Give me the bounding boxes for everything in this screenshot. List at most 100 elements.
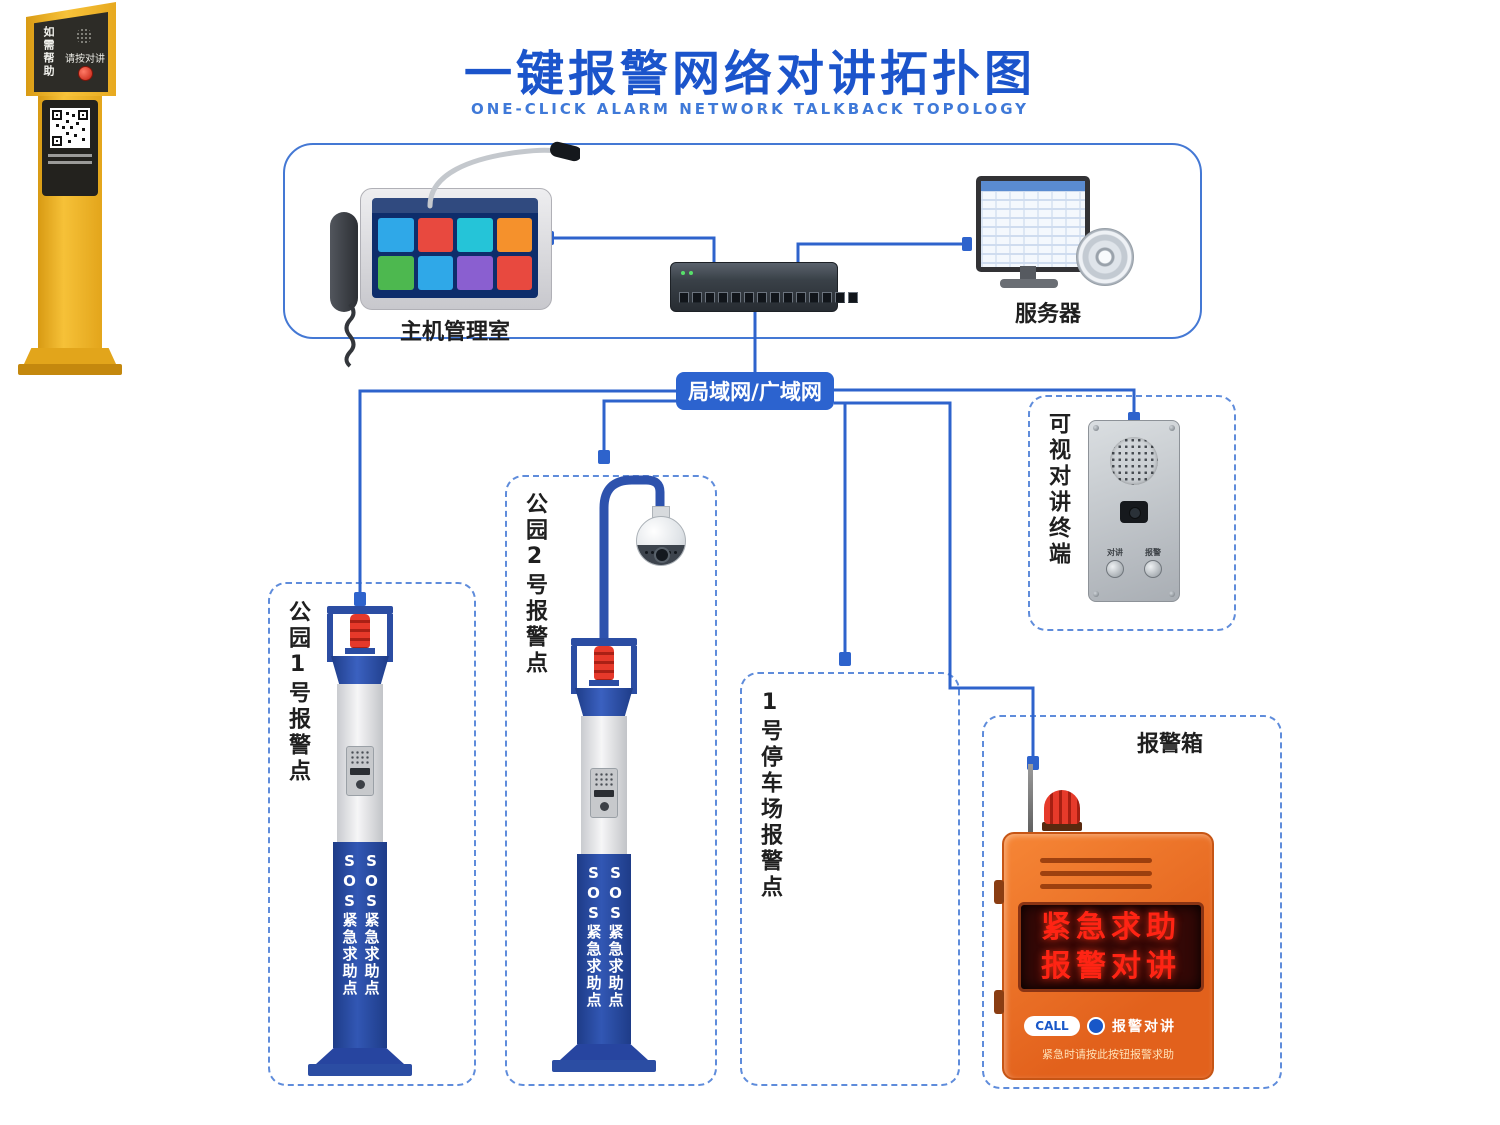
sos-text: SOS紧急求助点 bbox=[362, 852, 381, 997]
speaker-grille-icon bbox=[594, 772, 614, 786]
alarm-pillar-1: SOS紧急求助点 SOS紧急求助点 bbox=[300, 604, 420, 1076]
call-button-icon bbox=[355, 780, 365, 789]
post-base-flare bbox=[24, 348, 116, 364]
camera-ball bbox=[636, 516, 686, 566]
sos-text: SOS紧急求助点 bbox=[340, 852, 359, 997]
pillar-base-plate bbox=[308, 1064, 412, 1076]
parking-station-box bbox=[740, 672, 960, 1086]
pillar-cage bbox=[327, 606, 393, 614]
alarm-pillar-2: SOS紧急求助点 SOS紧急求助点 bbox=[544, 636, 664, 1076]
sos-text: SOS紧急求助点 bbox=[606, 864, 625, 1009]
led-line-2: 报警对讲 bbox=[1041, 949, 1181, 984]
qr-code-icon bbox=[50, 108, 90, 148]
camera-slot bbox=[350, 768, 370, 775]
handset-cord bbox=[344, 302, 356, 368]
camera-lens-icon bbox=[1129, 507, 1141, 519]
vent-slot bbox=[1040, 858, 1152, 863]
warning-beacon-icon bbox=[1044, 790, 1080, 824]
call-button-icon bbox=[599, 802, 609, 811]
park1-label: 公园1号报警点 bbox=[285, 600, 310, 785]
app-tile bbox=[496, 218, 532, 252]
network-switch bbox=[670, 262, 858, 312]
terminal-label: 可视对讲终端 bbox=[1045, 412, 1070, 568]
app-tile bbox=[378, 256, 414, 290]
park1-station-box bbox=[268, 582, 476, 1086]
pillar-intercom-panel bbox=[346, 746, 374, 796]
lan-wan-label: 局域网/广域网 bbox=[676, 372, 834, 410]
pillar-collar bbox=[575, 688, 633, 716]
help-text: 如需帮助 bbox=[42, 26, 55, 78]
parking-label: 1号停车场报警点 bbox=[757, 690, 782, 901]
alarm-button-group: 报警 bbox=[1135, 547, 1171, 578]
pillar-cage-post bbox=[327, 614, 333, 662]
warning-beacon-icon bbox=[594, 646, 614, 680]
qr-caption-line bbox=[48, 161, 92, 164]
app-tile bbox=[417, 218, 453, 252]
talk-button-group: 对讲 bbox=[1097, 547, 1133, 578]
monitor-base bbox=[1000, 279, 1058, 288]
camera-lens-icon bbox=[654, 547, 670, 563]
alarm-box-note: 紧急时请按此按钮报警求助 bbox=[1042, 1048, 1174, 1061]
gooseneck-microphone-icon bbox=[427, 141, 580, 209]
vent-slot bbox=[1040, 871, 1152, 876]
pillar-base-flare bbox=[316, 1048, 404, 1064]
led-line-1: 紧急求助 bbox=[1041, 910, 1181, 945]
press-talk-text: 请按对讲 bbox=[65, 54, 105, 65]
monitor-stand bbox=[1020, 266, 1036, 280]
warning-beacon-icon bbox=[350, 614, 370, 648]
sos-panel: SOS紧急求助点 SOS紧急求助点 bbox=[333, 842, 387, 1048]
beacon-base bbox=[1042, 822, 1082, 831]
screw-icon bbox=[1093, 425, 1099, 431]
app-tile bbox=[417, 256, 453, 290]
switch-led bbox=[681, 271, 685, 275]
pillar-cage-post bbox=[631, 646, 637, 694]
post-head-panel bbox=[34, 12, 108, 92]
screw-icon bbox=[1169, 591, 1175, 597]
pillar-cage bbox=[571, 638, 637, 646]
pillar-intercom-panel bbox=[590, 768, 618, 818]
server-monitor bbox=[976, 176, 1090, 272]
cd-disc-icon bbox=[1076, 228, 1134, 286]
speaker-grille-icon bbox=[76, 28, 92, 44]
screw-icon bbox=[1093, 591, 1099, 597]
beacon-base bbox=[345, 648, 375, 654]
app-tile bbox=[378, 218, 414, 252]
alarm-box: 紧急求助 报警对讲 CALL 报警对讲 紧急时请按此按钮报警求助 bbox=[988, 750, 1228, 1084]
call-pill: CALL bbox=[1024, 1016, 1080, 1036]
speaker-grille-icon bbox=[350, 750, 370, 764]
talk-button-icon bbox=[1106, 560, 1124, 578]
post-base-plate bbox=[18, 364, 122, 375]
app-tile bbox=[457, 218, 493, 252]
hinge bbox=[994, 990, 1004, 1014]
call-button-icon bbox=[1087, 1017, 1105, 1035]
intercom-terminal: 对讲 报警 bbox=[1088, 420, 1180, 602]
camera-pole bbox=[599, 475, 665, 648]
beacon-base bbox=[589, 680, 619, 686]
switch-ports bbox=[679, 292, 858, 303]
call-label: 报警对讲 bbox=[1112, 1019, 1176, 1035]
handset bbox=[330, 212, 358, 312]
page-title: 一键报警网络对讲拓扑图 bbox=[463, 46, 1036, 102]
app-tile bbox=[457, 256, 493, 290]
talk-button-label: 对讲 bbox=[1107, 548, 1123, 557]
camera-slot bbox=[594, 790, 614, 797]
hinge bbox=[994, 880, 1004, 904]
parking-post: 如需帮助 请按对讲 bbox=[0, 0, 140, 390]
control-room-label: 主机管理室 bbox=[399, 320, 510, 345]
alarm-button-label: 报警 bbox=[1145, 548, 1161, 557]
control-room-group-box bbox=[283, 143, 1202, 339]
console-screen bbox=[372, 198, 538, 298]
antenna-icon bbox=[1028, 764, 1033, 834]
pillar-base-flare bbox=[560, 1044, 648, 1060]
app-tile bbox=[496, 256, 532, 290]
pillar-collar bbox=[331, 656, 389, 684]
led-display: 紧急求助 报警对讲 bbox=[1018, 902, 1204, 992]
page-subtitle: ONE-CLICK ALARM NETWORK TALKBACK TOPOLOG… bbox=[470, 100, 1030, 118]
alarm-box-station-box bbox=[982, 715, 1282, 1089]
alarm-box-label: 报警箱 bbox=[1136, 732, 1203, 757]
vent-slot bbox=[1040, 884, 1152, 889]
terminal-camera-icon bbox=[1120, 501, 1148, 523]
call-row: CALL 报警对讲 bbox=[1024, 1016, 1176, 1036]
